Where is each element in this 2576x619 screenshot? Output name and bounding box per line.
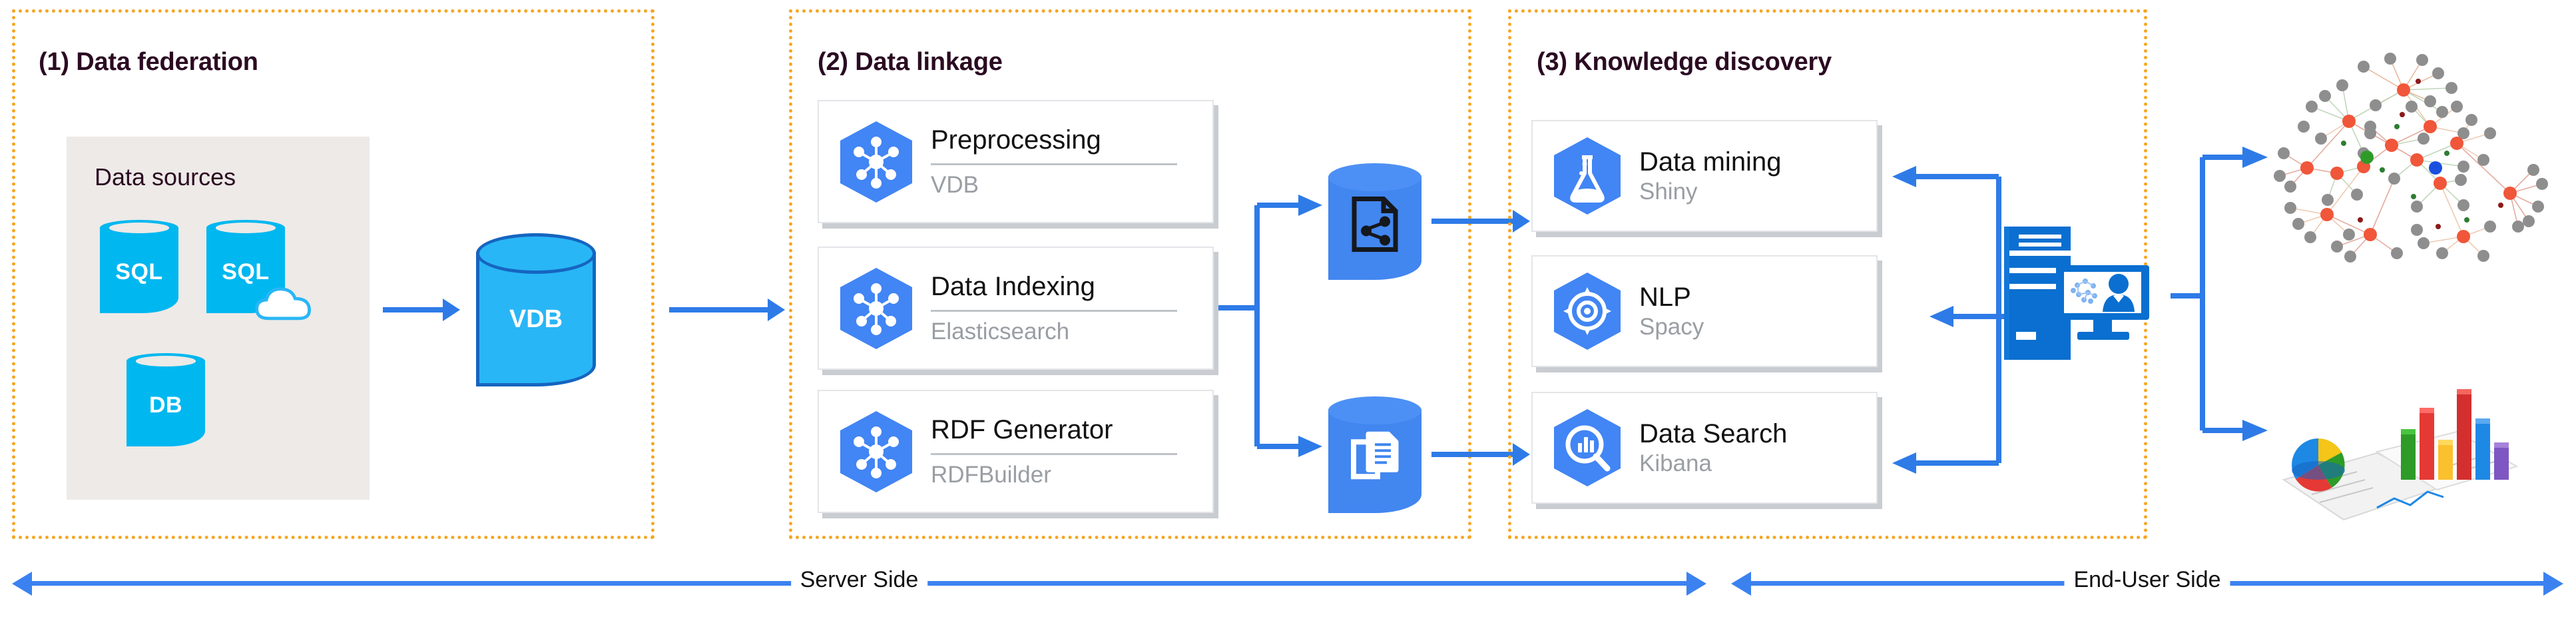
- panel-1-title: (1) Data federation: [39, 48, 258, 76]
- axis-arrow-right: [1686, 572, 1706, 596]
- panel-data-linkage: [789, 9, 1471, 539]
- db-label: DB: [148, 392, 183, 418]
- arrow-line: [669, 307, 769, 312]
- cylinder-hole: [136, 356, 196, 366]
- hexagon-search-icon: [1554, 409, 1621, 486]
- card-subtitle: Spacy: [1639, 313, 1704, 340]
- card-subtitle: RDFBuilder: [931, 461, 1051, 488]
- card-data-mining[interactable]: Data mining Shiny: [1531, 120, 1878, 232]
- panel-2-title: (2) Data linkage: [818, 48, 1003, 76]
- vdb-label: VDB: [509, 305, 563, 334]
- axis-arrow-right: [2543, 572, 2563, 596]
- shared-document-glyph-icon: [1352, 196, 1398, 252]
- copy-documents-glyph-icon: [1351, 431, 1399, 479]
- connector-linkage-to-stores: [1218, 195, 1322, 457]
- card-text: NLP Spacy: [1639, 283, 1866, 340]
- arrow-rdf-store-to-data-mining: [1431, 210, 1531, 233]
- card-title: Data Search: [1639, 418, 1788, 448]
- network-graph-visualization: [2274, 53, 2548, 263]
- sql-label-1: SQL: [115, 259, 163, 285]
- db-database-icon: DB: [127, 353, 205, 446]
- vdb-top: [476, 233, 596, 275]
- cylinder-top: [1328, 396, 1421, 424]
- card-text: RDF Generator RDFBuilder: [931, 416, 1177, 488]
- card-text: Data mining Shiny: [1639, 148, 1866, 205]
- card-title: Data Indexing: [931, 271, 1095, 301]
- hexagon-radar-icon: [1554, 273, 1621, 350]
- cylinder-top: [1328, 163, 1421, 191]
- sql-database-icon-1: SQL: [100, 220, 178, 313]
- hexagon-flask-icon: [1554, 137, 1621, 215]
- hexagon-network-icon: [840, 121, 912, 203]
- cylinder-hole: [109, 223, 169, 233]
- card-text: Data Indexing Elasticsearch: [931, 273, 1177, 344]
- arrow-head: [1513, 443, 1530, 466]
- axis-end-user-side: End-User Side: [1731, 567, 2563, 596]
- card-title: RDF Generator: [931, 414, 1113, 444]
- cloud-icon: [255, 287, 311, 320]
- graph-node-green: [2360, 151, 2374, 164]
- panel-3-title: (3) Knowledge discovery: [1537, 48, 1832, 76]
- arrow-line: [383, 307, 444, 312]
- card-divider: [931, 163, 1177, 165]
- cylinder-hole: [216, 223, 276, 233]
- arrow-line: [1431, 219, 1514, 224]
- hexagon-network-icon: [840, 267, 912, 349]
- cylinder-body: [1328, 176, 1421, 280]
- connector-enduser-to-outputs: [2171, 147, 2268, 441]
- card-title: Preprocessing: [931, 125, 1101, 155]
- card-subtitle: Elasticsearch: [931, 318, 1070, 344]
- arrow-head: [1513, 210, 1530, 233]
- arrow-head: [768, 299, 785, 321]
- card-nlp[interactable]: NLP Spacy: [1531, 255, 1878, 367]
- vdb-body: [476, 252, 596, 387]
- card-subtitle: VDB: [931, 171, 979, 198]
- axis-label-end-user-side: End-User Side: [2064, 567, 2230, 593]
- card-rdf-generator[interactable]: RDF Generator RDFBuilder: [818, 390, 1214, 513]
- card-preprocessing[interactable]: Preprocessing VDB: [818, 100, 1214, 223]
- card-subtitle: Kibana: [1639, 450, 1712, 476]
- axis-server-side: Server Side: [12, 567, 1706, 596]
- card-subtitle: Shiny: [1639, 178, 1698, 205]
- cylinder-body: [100, 227, 178, 313]
- card-title: NLP: [1639, 282, 1691, 312]
- card-data-indexing[interactable]: Data Indexing Elasticsearch: [818, 247, 1214, 370]
- cylinder-body: [127, 360, 205, 446]
- data-sources-label: Data sources: [95, 163, 236, 191]
- rdf-store-cylinder-icon: [1328, 163, 1421, 280]
- arrow-head: [443, 299, 460, 321]
- charts-and-reports-visualization: [2282, 389, 2519, 521]
- card-text: Data Search Kibana: [1639, 420, 1866, 476]
- card-divider: [931, 452, 1177, 455]
- hexagon-network-icon: [840, 410, 912, 492]
- arrow-line: [1431, 452, 1514, 457]
- panel-data-federation: [12, 9, 654, 539]
- graph-node-blue: [2429, 161, 2442, 175]
- server-and-monitor-icon: [2004, 227, 2149, 360]
- card-text: Preprocessing VDB: [931, 126, 1177, 198]
- data-sources-box: [67, 137, 370, 500]
- document-store-cylinder-icon: [1328, 396, 1421, 513]
- arrow-federation-to-linkage: [669, 299, 786, 321]
- card-title: Data mining: [1639, 147, 1782, 177]
- axis-label-server-side: Server Side: [790, 567, 928, 593]
- card-data-search[interactable]: Data Search Kibana: [1531, 392, 1878, 504]
- arrow-document-store-to-data-search: [1431, 443, 1531, 466]
- vdb-database-icon: VDB: [476, 233, 596, 390]
- arrow-sources-to-vdb: [383, 299, 461, 321]
- card-divider: [931, 309, 1177, 312]
- sql-label-2: SQL: [222, 259, 270, 285]
